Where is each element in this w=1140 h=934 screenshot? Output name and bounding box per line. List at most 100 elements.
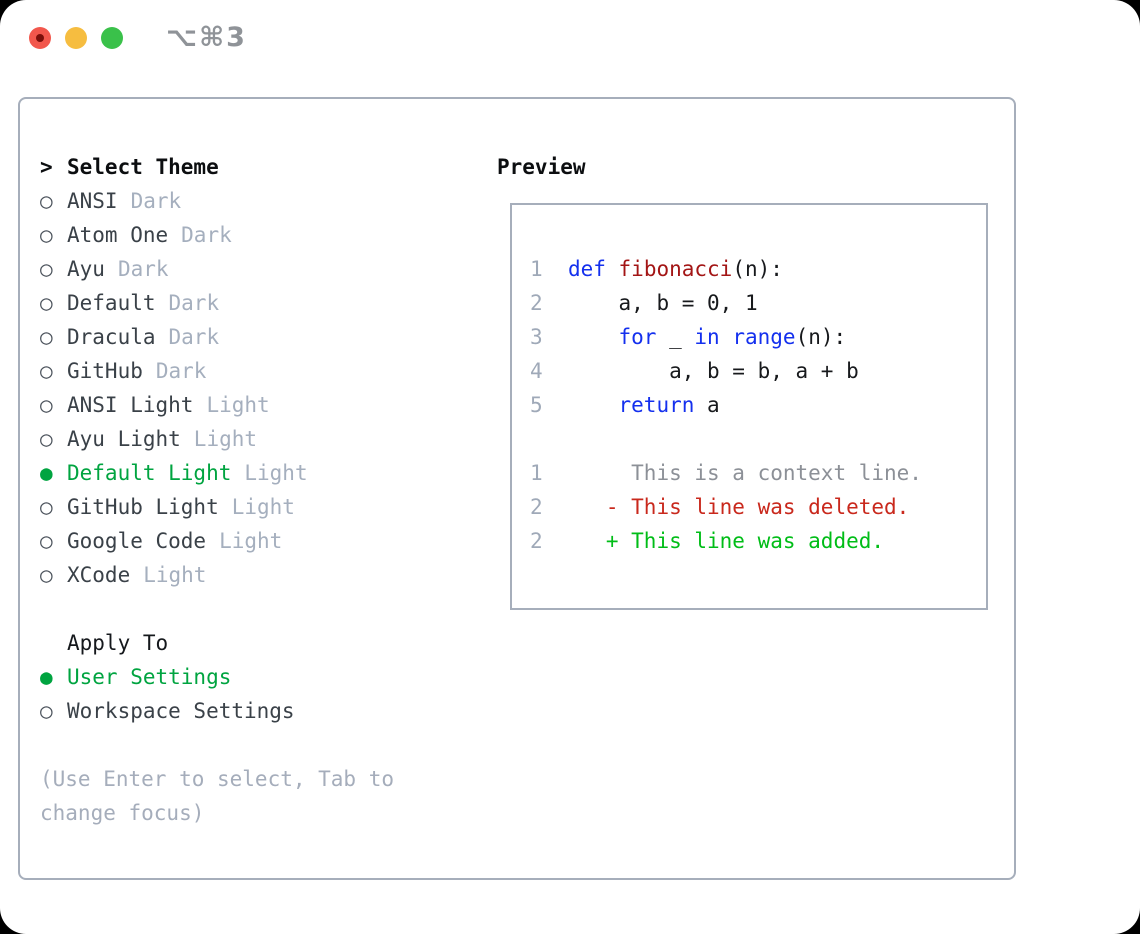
theme-item-atom-one[interactable]: ○ Atom One Dark — [40, 218, 450, 252]
code-token: in — [694, 325, 720, 349]
apply-option-user-settings[interactable]: ● User Settings — [40, 660, 450, 694]
code-token: (n): — [732, 257, 783, 281]
code-token: 1 — [530, 461, 568, 485]
item-variant-tag: Dark — [181, 223, 232, 247]
theme-item-default-light[interactable]: ● Default Light Light — [40, 456, 450, 490]
preview-line: 1 This is a context line. — [530, 456, 986, 490]
item-variant-tag: Dark — [130, 189, 182, 213]
code-token: 4 — [530, 359, 568, 383]
item-variant-tag: Dark — [117, 257, 169, 281]
code-token: for — [618, 325, 657, 349]
radio-icon: ○ — [40, 291, 53, 315]
window-title: ⌥⌘3 — [166, 22, 247, 53]
preview-line — [530, 218, 986, 252]
item-label: Default — [67, 291, 156, 315]
theme-item-ansi-light[interactable]: ○ ANSI Light Light — [40, 388, 450, 422]
preview-line: 5 return a — [530, 388, 986, 422]
theme-item-google-code[interactable]: ○ Google Code Light — [40, 524, 450, 558]
radio-icon: ○ — [40, 189, 53, 213]
code-token: - This line was deleted. — [567, 495, 910, 519]
item-label: GitHub — [67, 359, 143, 383]
select-theme-header: > Select Theme — [40, 150, 450, 184]
radio-icon: ○ — [40, 359, 53, 383]
theme-item-ayu[interactable]: ○ Ayu Dark — [40, 252, 450, 286]
item-label: Ayu — [67, 257, 105, 281]
code-token: a, b = b, a + b — [567, 359, 859, 383]
cursor-icon: > — [40, 155, 53, 179]
item-variant-tag: Dark — [168, 325, 220, 349]
radio-icon: ○ — [40, 529, 53, 553]
code-token — [606, 257, 619, 281]
code-token: 2 — [530, 529, 568, 553]
apply-to-options-list: ● User Settings ○Workspace Settings — [40, 660, 450, 728]
code-token: return — [618, 393, 695, 417]
item-label: Google Code — [67, 529, 207, 553]
record-dot-icon — [36, 34, 44, 42]
code-token: a, b = 0, 1 — [567, 291, 758, 315]
maximize-button[interactable] — [101, 27, 123, 49]
minimize-button[interactable] — [65, 27, 87, 49]
code-token: _ — [656, 325, 695, 349]
code-token — [568, 325, 619, 349]
item-label: Ayu Light — [67, 427, 181, 451]
preview-line: 2 a, b = 0, 1 — [530, 286, 986, 320]
radio-icon: ○ — [40, 325, 53, 349]
item-label: Default Light — [67, 461, 232, 485]
radio-icon: ○ — [40, 223, 53, 247]
item-variant-tag: Dark — [155, 359, 207, 383]
code-token: (n): — [795, 325, 847, 349]
theme-item-ansi[interactable]: ○ ANSI Dark — [40, 184, 450, 218]
radio-icon: ○ — [40, 393, 53, 417]
preview-line: 1 def fibonacci(n): — [530, 252, 986, 286]
apply-option-workspace-settings[interactable]: ○Workspace Settings — [40, 694, 450, 728]
close-button[interactable] — [29, 27, 51, 49]
hint-text: (Use Enter to select, Tab to change focu… — [40, 767, 395, 825]
radio-icon: ○ — [40, 257, 53, 281]
item-variant-tag: Light — [193, 427, 258, 451]
theme-item-ayu-light[interactable]: ○ Ayu Light Light — [40, 422, 450, 456]
code-token: 1 — [530, 257, 568, 281]
theme-item-github[interactable]: ○ GitHub Dark — [40, 354, 450, 388]
code-token: + This line was added. — [567, 529, 885, 553]
item-label: ANSI — [67, 189, 118, 213]
radio-icon: ○ — [40, 495, 53, 519]
radio-icon: ○ — [40, 699, 53, 723]
item-variant-tag: Light — [219, 529, 283, 553]
theme-item-dracula[interactable]: ○ Dracula Dark — [40, 320, 450, 354]
apply-to-header: Apply To — [40, 626, 450, 660]
item-label: User Settings — [67, 665, 232, 689]
code-token — [568, 393, 619, 417]
code-token: 2 — [530, 495, 568, 519]
code-token: This is a context line. — [567, 461, 922, 485]
radio-icon: ○ — [40, 427, 53, 451]
code-token: a — [694, 393, 720, 417]
code-token: fibonacci — [618, 257, 733, 281]
preview-line: 3 for _ in range(n): — [530, 320, 986, 354]
item-label: Atom One — [67, 223, 169, 247]
item-variant-tag: Light — [231, 495, 295, 519]
item-variant-tag: Light — [244, 461, 308, 485]
code-token — [720, 325, 733, 349]
apply-to-title: Apply To — [67, 631, 169, 655]
preview-line: 4 a, b = b, a + b — [530, 354, 986, 388]
theme-item-github-light[interactable]: ○ GitHub Light Light — [40, 490, 450, 524]
item-label: Dracula — [67, 325, 156, 349]
radio-selected-icon: ● — [40, 461, 53, 485]
item-label: XCode — [67, 563, 131, 587]
theme-item-default[interactable]: ○ Default Dark — [40, 286, 450, 320]
item-variant-tag: Light — [143, 563, 207, 587]
radio-selected-icon: ● — [40, 665, 53, 689]
item-variant-tag: Dark — [168, 291, 220, 315]
select-theme-title: Select Theme — [67, 155, 219, 179]
item-label: ANSI Light — [67, 393, 194, 417]
item-variant-tag: Light — [206, 393, 270, 417]
code-token: range — [732, 325, 796, 349]
item-label: GitHub Light — [67, 495, 219, 519]
